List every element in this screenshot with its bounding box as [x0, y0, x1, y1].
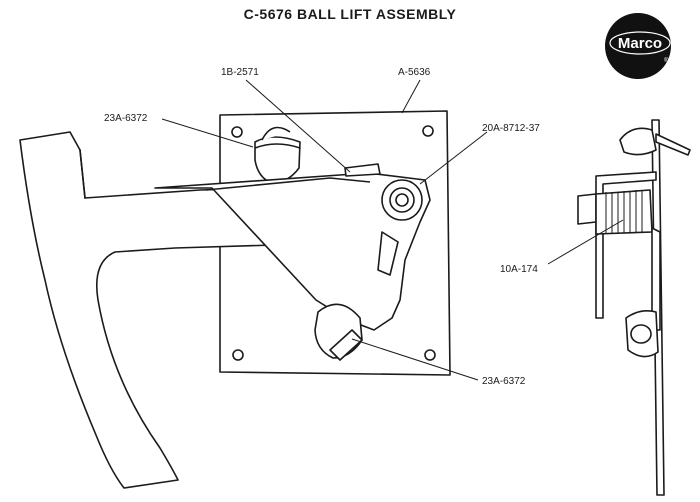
logo-trademark: ® [664, 57, 669, 64]
callout-23a-6372-bottom: 23A-6372 [482, 376, 526, 387]
leader-20a-8712-37 [419, 131, 488, 185]
leader-23a-6372-bottom [351, 338, 479, 381]
callout-a-5636: A-5636 [398, 67, 431, 78]
leader-lines [161, 79, 624, 381]
bumper-bottom [314, 303, 363, 361]
lifter-lever [154, 163, 431, 331]
side-view-assembly [577, 119, 691, 496]
callout-20a-8712-37: 20A-8712-37 [482, 123, 540, 134]
logo-text: Marco [618, 35, 662, 52]
lift-arm [19, 131, 276, 489]
leader-10a-174 [547, 219, 624, 265]
callout-labels: 1B-2571 A-5636 23A-6372 20A-8712-37 10A-… [104, 67, 540, 387]
marco-logo: Marco ® [605, 13, 671, 79]
leader-23a-6372-top [161, 118, 254, 148]
leader-1b-2571 [245, 79, 351, 173]
leader-a-5636 [401, 79, 421, 114]
callout-1b-2571: 1B-2571 [221, 67, 259, 78]
callout-10a-174: 10A-174 [500, 264, 538, 275]
callout-23a-6372-top: 23A-6372 [104, 113, 148, 124]
diagram-title: C-5676 BALL LIFT ASSEMBLY [243, 6, 457, 22]
